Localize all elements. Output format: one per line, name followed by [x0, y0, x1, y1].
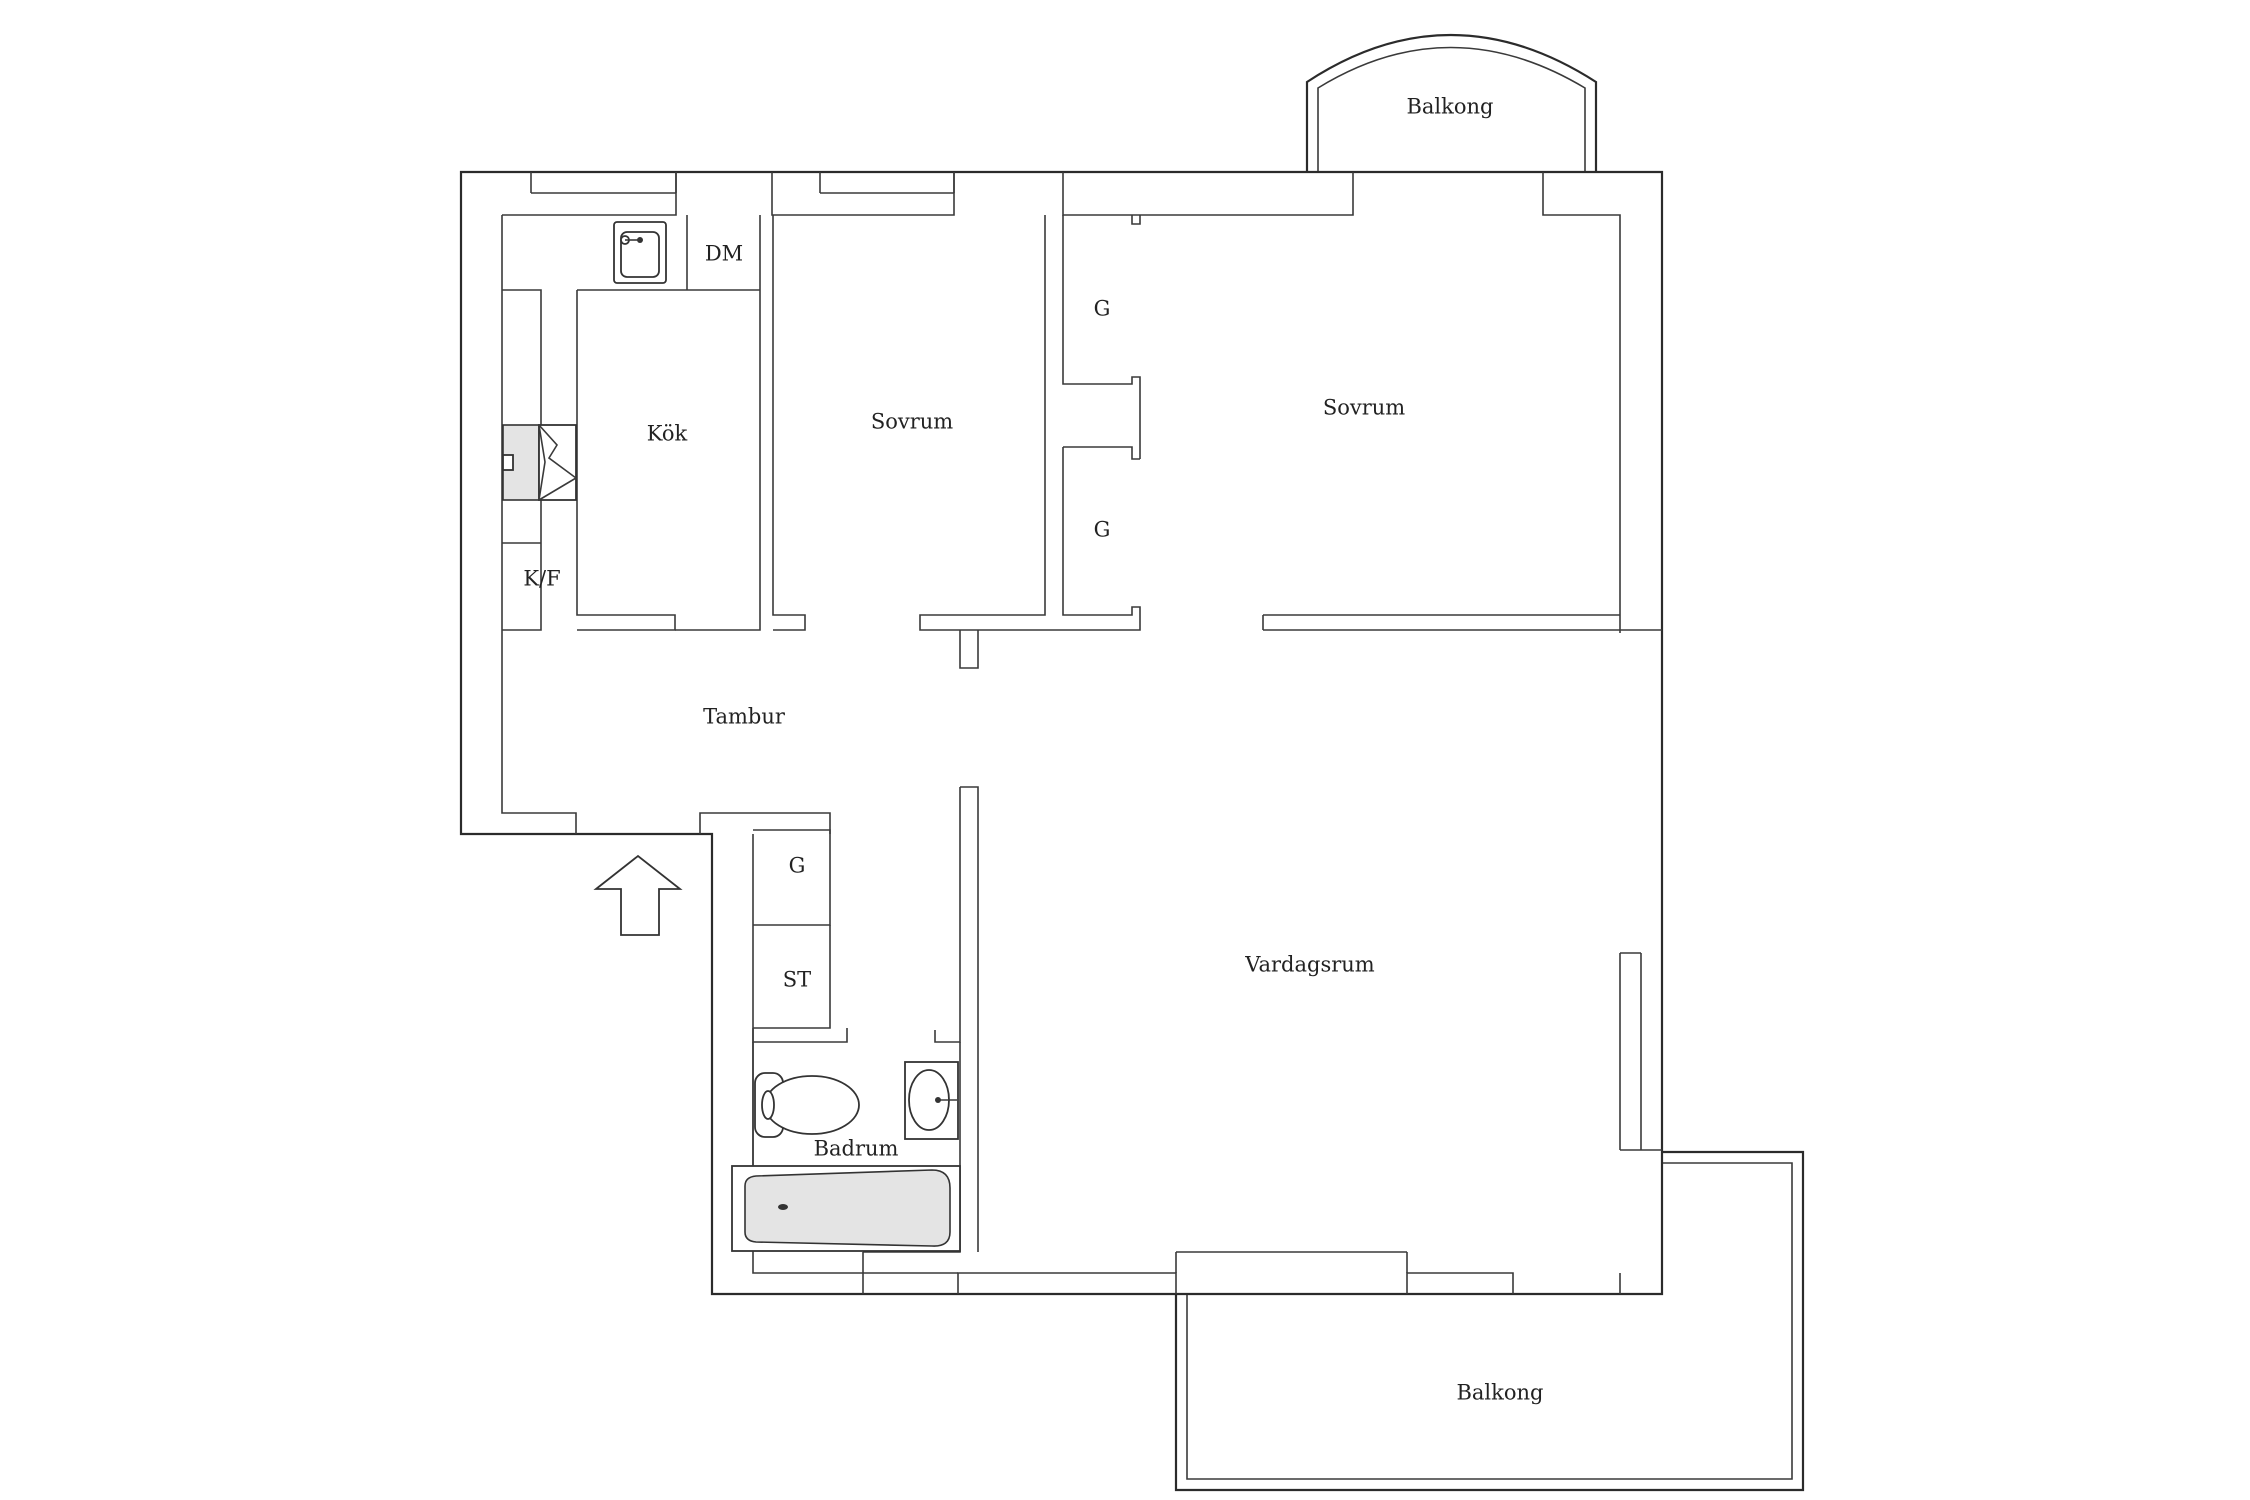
toilet-icon [754, 1072, 860, 1138]
label-kok: Kök [647, 422, 688, 446]
label-st: ST [783, 968, 811, 992]
label-g-closet-3: G [789, 854, 806, 878]
label-badrum: Badrum [814, 1137, 899, 1161]
label-kf: K/F [523, 567, 560, 591]
washbasin-icon [904, 1061, 959, 1140]
outer-walls [459, 170, 1664, 1296]
label-tambur: Tambur [703, 705, 786, 729]
label-g-closet-2: G [1094, 518, 1111, 542]
balcony-bottom [1174, 1150, 1805, 1492]
stove-icon [502, 424, 578, 501]
interior-walls [502, 215, 1662, 1253]
label-dm: DM [705, 242, 743, 266]
label-sovrum-2: Sovrum [1323, 396, 1405, 420]
label-balkong-bottom: Balkong [1456, 1381, 1543, 1405]
windows [530, 172, 1662, 1274]
label-balkong-top: Balkong [1406, 95, 1493, 119]
balcony-top [1305, 34, 1598, 172]
label-g-closet-1: G [1094, 297, 1111, 321]
label-vardagsrum: Vardagsrum [1244, 953, 1375, 977]
kitchen-sink-icon [613, 221, 667, 284]
label-sovrum-1: Sovrum [871, 410, 953, 434]
bathtub-icon [731, 1165, 961, 1252]
entrance-arrow-icon [593, 854, 683, 936]
